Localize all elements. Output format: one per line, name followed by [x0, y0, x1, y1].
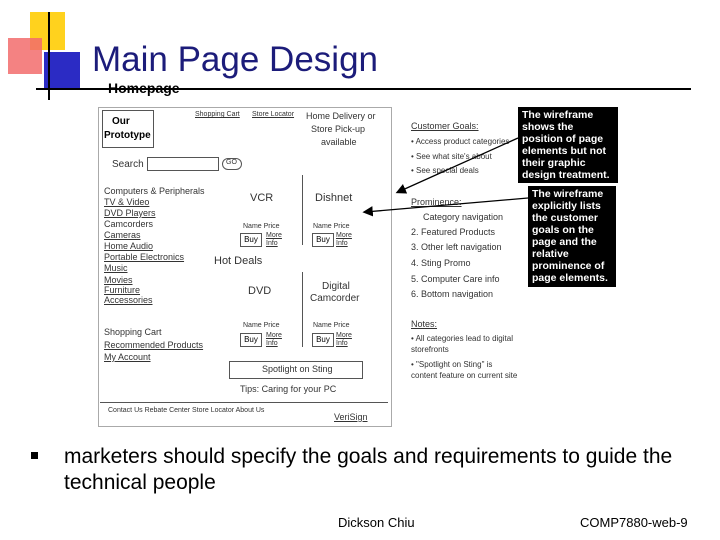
spotlight-label: Spotlight on Sting	[262, 364, 333, 374]
grid-divider-bottom	[302, 272, 303, 347]
wireframe-frame	[98, 107, 392, 427]
footer-author: Dickson Chiu	[338, 515, 415, 530]
customer-goals-heading: Customer Goals:	[411, 121, 479, 131]
dishnet-buy-button[interactable]: Buy	[312, 233, 334, 247]
decor-square-blue	[44, 52, 80, 88]
decor-vertical-line	[48, 12, 50, 100]
prominence-1: Category navigation	[423, 212, 504, 222]
category-computers[interactable]: Computers & Peripherals	[104, 186, 205, 196]
hot-deals-label: Hot Deals	[214, 255, 263, 267]
customer-goal-2: • See what site's about	[411, 152, 492, 161]
category-furniture[interactable]: Furniture	[104, 285, 141, 295]
category-portable-electronics[interactable]: Portable Electronics	[104, 252, 185, 262]
footer-course: COMP7880-web-9	[580, 515, 688, 530]
logo-box	[102, 110, 154, 148]
account-link-cart[interactable]: Shopping Cart	[104, 327, 162, 337]
dvd-buy-button[interactable]: Buy	[240, 333, 262, 347]
category-accessories[interactable]: Accessories	[104, 295, 153, 305]
vcr-more-info-2[interactable]: Info	[266, 240, 278, 247]
account-link-recommended[interactable]: Recommended Products	[104, 340, 204, 350]
callout-goals: The wireframe explicitly lists the custo…	[528, 186, 616, 287]
wireframe-footer-links[interactable]: Contact Us Rebate Center Store Locator A…	[108, 407, 265, 414]
delivery-line2: Store Pick-up	[311, 124, 366, 134]
top-link-shopping-cart[interactable]: Shopping Cart	[195, 111, 240, 118]
search-input[interactable]	[147, 157, 219, 171]
vcr-name-price: Name Price	[243, 223, 280, 230]
note-1b: storefronts	[411, 345, 449, 354]
bullet-marker	[31, 452, 38, 459]
vcr-buy-button[interactable]: Buy	[240, 233, 262, 247]
category-music[interactable]: Music	[104, 263, 128, 273]
logo-line2: Prototype	[104, 130, 151, 141]
callout-position: The wireframe shows the position of page…	[518, 107, 618, 184]
product-vcr: VCR	[250, 192, 274, 204]
product-dvd: DVD	[248, 285, 272, 297]
account-link-my-account[interactable]: My Account	[104, 352, 151, 362]
note-2b: content feature on current site	[411, 371, 518, 380]
dvd-more-info-2[interactable]: Info	[266, 340, 278, 347]
category-dvd-players[interactable]: DVD Players	[104, 208, 156, 218]
note-1: • All categories lead to digital	[411, 334, 513, 343]
prominence-heading: Prominence:	[411, 197, 462, 207]
dvd-more-info-1[interactable]: More	[266, 332, 282, 339]
arrow-to-frame	[395, 137, 519, 194]
product-dishnet: Dishnet	[315, 192, 353, 204]
dishnet-name-price: Name Price	[313, 223, 350, 230]
product-digital: Digital	[322, 281, 350, 292]
footer-divider	[100, 402, 388, 404]
vcr-more-info-1[interactable]: More	[266, 232, 282, 239]
wireframe-heading: Homepage	[108, 80, 180, 96]
prominence-2: 2. Featured Products	[411, 227, 496, 237]
logo-line1: Our	[112, 116, 130, 127]
dishnet-more-info-1[interactable]: More	[336, 232, 352, 239]
top-link-store-locator[interactable]: Store Locator	[252, 111, 295, 118]
prominence-3: 3. Other left navigation	[411, 242, 502, 252]
spotlight-box[interactable]	[229, 361, 363, 379]
category-camcorders[interactable]: Camcorders	[104, 219, 154, 229]
category-cameras[interactable]: Cameras	[104, 230, 141, 240]
arrow-to-wireframe	[362, 197, 529, 217]
dvd-name-price: Name Price	[243, 322, 280, 329]
note-2: • "Spotlight on Sting" is	[411, 360, 493, 369]
tips-label: Tips: Caring for your PC	[240, 384, 337, 394]
prominence-5: 5. Computer Care info	[411, 274, 500, 284]
delivery-line1: Home Delivery or	[306, 111, 376, 121]
grid-divider-top	[302, 175, 303, 245]
category-home-audio[interactable]: Home Audio	[104, 241, 154, 251]
bullet-text: marketers should specify the goals and r…	[64, 445, 673, 495]
category-movies[interactable]: Movies	[104, 275, 133, 285]
delivery-line3: available	[321, 137, 357, 147]
title-underline	[36, 88, 691, 90]
slide-title: Main Page Design	[92, 40, 378, 79]
camcorder-buy-button[interactable]: Buy	[312, 333, 334, 347]
dishnet-more-info-2[interactable]: Info	[336, 240, 348, 247]
search-go-label: GO	[226, 159, 237, 166]
product-camcorder: Camcorder	[310, 293, 360, 304]
notes-heading: Notes:	[411, 319, 438, 329]
camcorder-more-info-2[interactable]: Info	[336, 340, 348, 347]
prominence-6: 6. Bottom navigation	[411, 289, 494, 299]
wireframe-footer-verisign: VeriSign	[334, 412, 368, 422]
camcorder-name-price: Name Price	[313, 322, 350, 329]
search-label: Search	[112, 159, 144, 170]
callout-arrows	[362, 137, 529, 217]
camcorder-more-info-1[interactable]: More	[336, 332, 352, 339]
customer-goal-1: • Access product categories	[411, 137, 510, 146]
search-go-button[interactable]	[222, 158, 242, 170]
decor-square-red	[8, 38, 42, 74]
prominence-4: 4. Sting Promo	[411, 258, 471, 268]
category-tv-video[interactable]: TV & Video	[104, 197, 150, 207]
